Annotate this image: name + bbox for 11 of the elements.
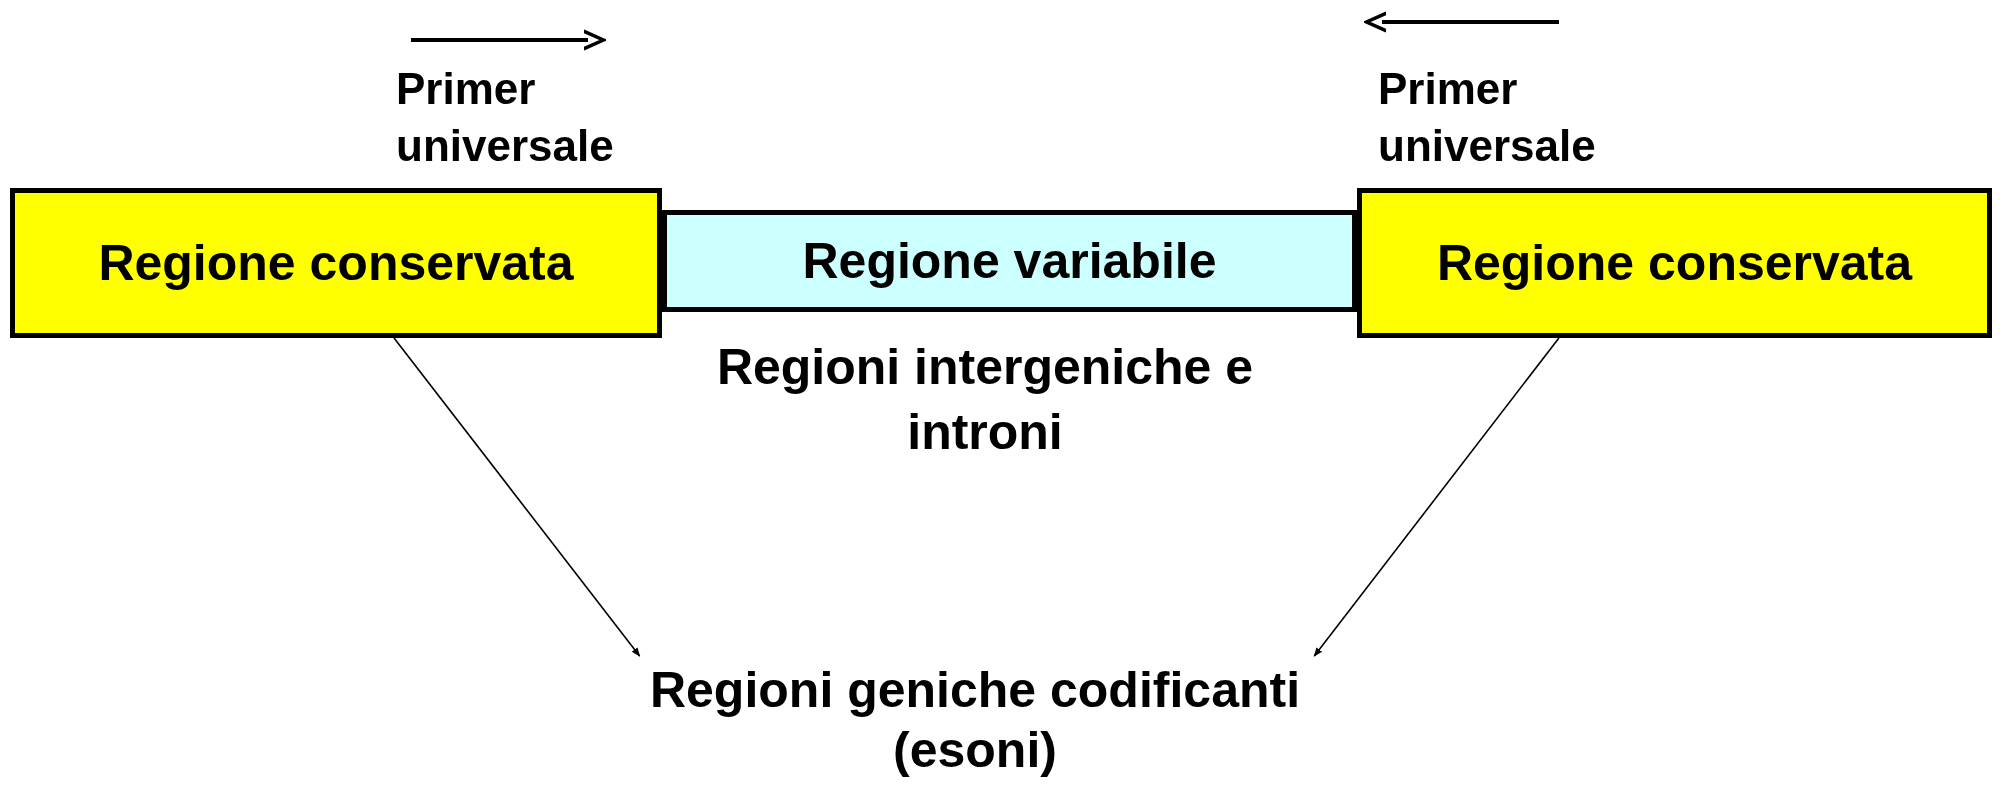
caption-text: Primer universale bbox=[1378, 63, 1597, 173]
region-box bbox=[10, 188, 662, 338]
arrow bbox=[1313, 337, 1560, 657]
node-label: Regioni geniche codificanti (esoni) bbox=[648, 661, 1302, 780]
arrow bbox=[393, 337, 641, 657]
region-box bbox=[1357, 188, 1992, 338]
node-label: Regione conservata bbox=[98, 234, 574, 293]
node-label: Regione variabile bbox=[802, 232, 1217, 291]
caption-text: Primer universale bbox=[396, 63, 615, 173]
caption-text: Regioni intergeniche e introni bbox=[715, 338, 1255, 462]
node-label: Regione conservata bbox=[1436, 234, 1913, 293]
